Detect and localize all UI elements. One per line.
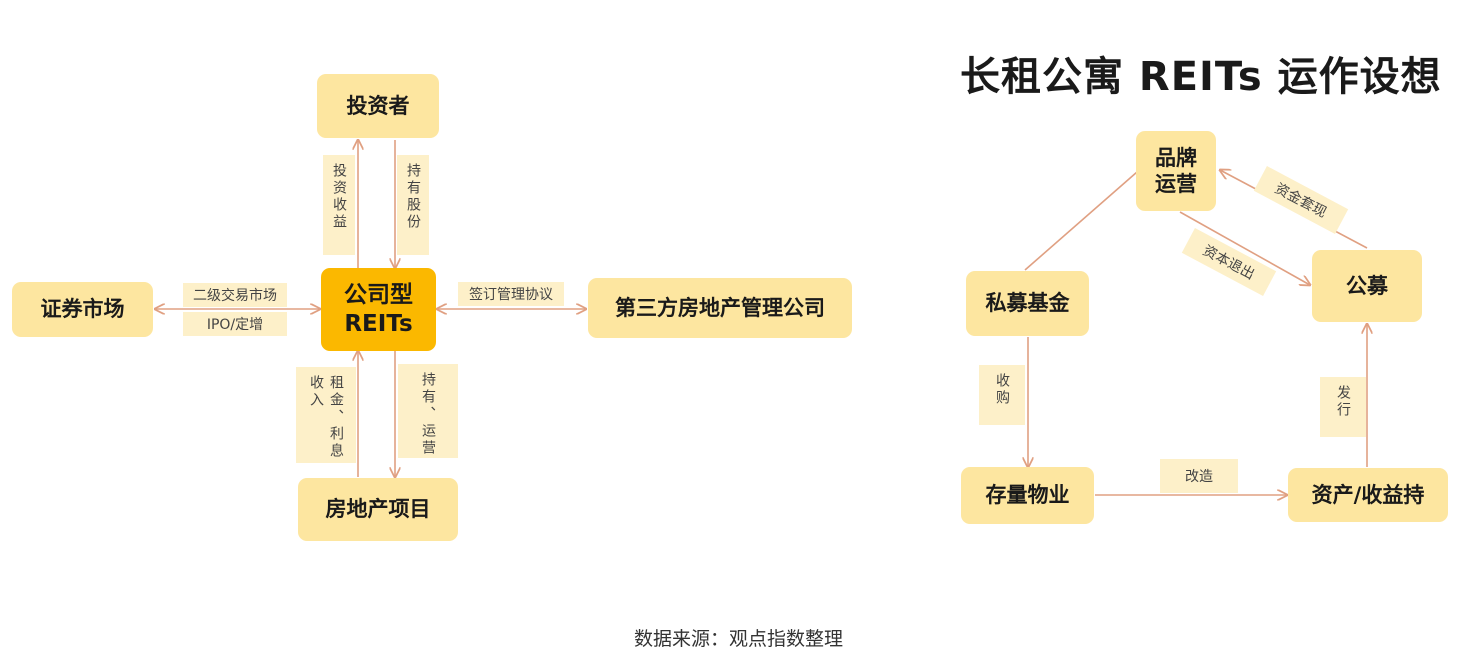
hold-operate-tag: 持有、运营 (398, 364, 458, 458)
private-fund-node: 私募基金 (966, 271, 1089, 336)
agreement-label: 签订管理协议 (469, 287, 553, 303)
rent-interest-tag: 租金、利息收入 (296, 367, 356, 463)
real-estate-project-node: 房地产项目 (298, 478, 458, 541)
brand-operation-line2: 运营 (1155, 172, 1197, 196)
asset-income-hold-node: 资产/收益持 (1288, 468, 1448, 522)
hold-shares-tag: 持有股份 (397, 155, 429, 255)
acquire-label: 收购 (994, 373, 1010, 407)
arrow-brand-to-public (1179, 211, 1310, 285)
investor-node: 投资者 (317, 74, 439, 138)
secondary-trading-label: 二级交易市场 (193, 288, 277, 304)
third-party-manager-node: 第三方房地产管理公司 (588, 278, 852, 338)
investment-income-label: 投资收益 (331, 163, 347, 231)
company-reits-line2: REITs (344, 310, 413, 337)
real-estate-project-label: 房地产项目 (325, 497, 431, 522)
brand-operation-line1: 品牌 (1155, 145, 1197, 170)
hold-shares-label: 持有股份 (405, 163, 421, 231)
public-offering-label: 公募 (1346, 273, 1388, 298)
source-note: 数据来源：观点指数整理 (633, 628, 843, 650)
rent-interest-label: 租金、利息收入 (308, 375, 344, 460)
line-private-to-brand (1024, 171, 1138, 271)
secondary-trading-tag: 二级交易市场 (183, 283, 287, 307)
ipo-tag: IPO/定增 (183, 312, 287, 336)
hold-operate-label: 持有、运营 (420, 372, 436, 457)
renovate-tag: 改造 (1160, 459, 1238, 493)
securities-market-label: 证券市场 (40, 297, 125, 322)
ipo-label: IPO/定增 (206, 317, 264, 333)
brand-operation-node: 品牌 运营 (1136, 131, 1216, 211)
issue-tag: 发行 (1320, 377, 1366, 437)
private-fund-label: 私募基金 (985, 291, 1070, 316)
diagram-title: 长租公寓 REITs 运作设想 (960, 54, 1442, 100)
acquire-tag: 收购 (979, 365, 1025, 425)
renovate-label: 改造 (1185, 469, 1213, 485)
stock-property-label: 存量物业 (985, 483, 1070, 508)
agreement-tag: 签订管理协议 (458, 282, 564, 306)
stock-property-node: 存量物业 (961, 467, 1094, 524)
investor-label: 投资者 (346, 93, 410, 118)
investment-income-tag: 投资收益 (323, 155, 355, 255)
asset-income-hold-label: 资产/收益持 (1311, 482, 1425, 507)
company-reits-line1: 公司型 (344, 281, 413, 308)
company-reits-node: 公司型 REITs (321, 268, 436, 351)
public-offering-node: 公募 (1312, 250, 1422, 322)
securities-market-node: 证券市场 (12, 282, 153, 337)
issue-label: 发行 (1335, 385, 1351, 419)
third-party-manager-label: 第三方房地产管理公司 (615, 295, 825, 320)
